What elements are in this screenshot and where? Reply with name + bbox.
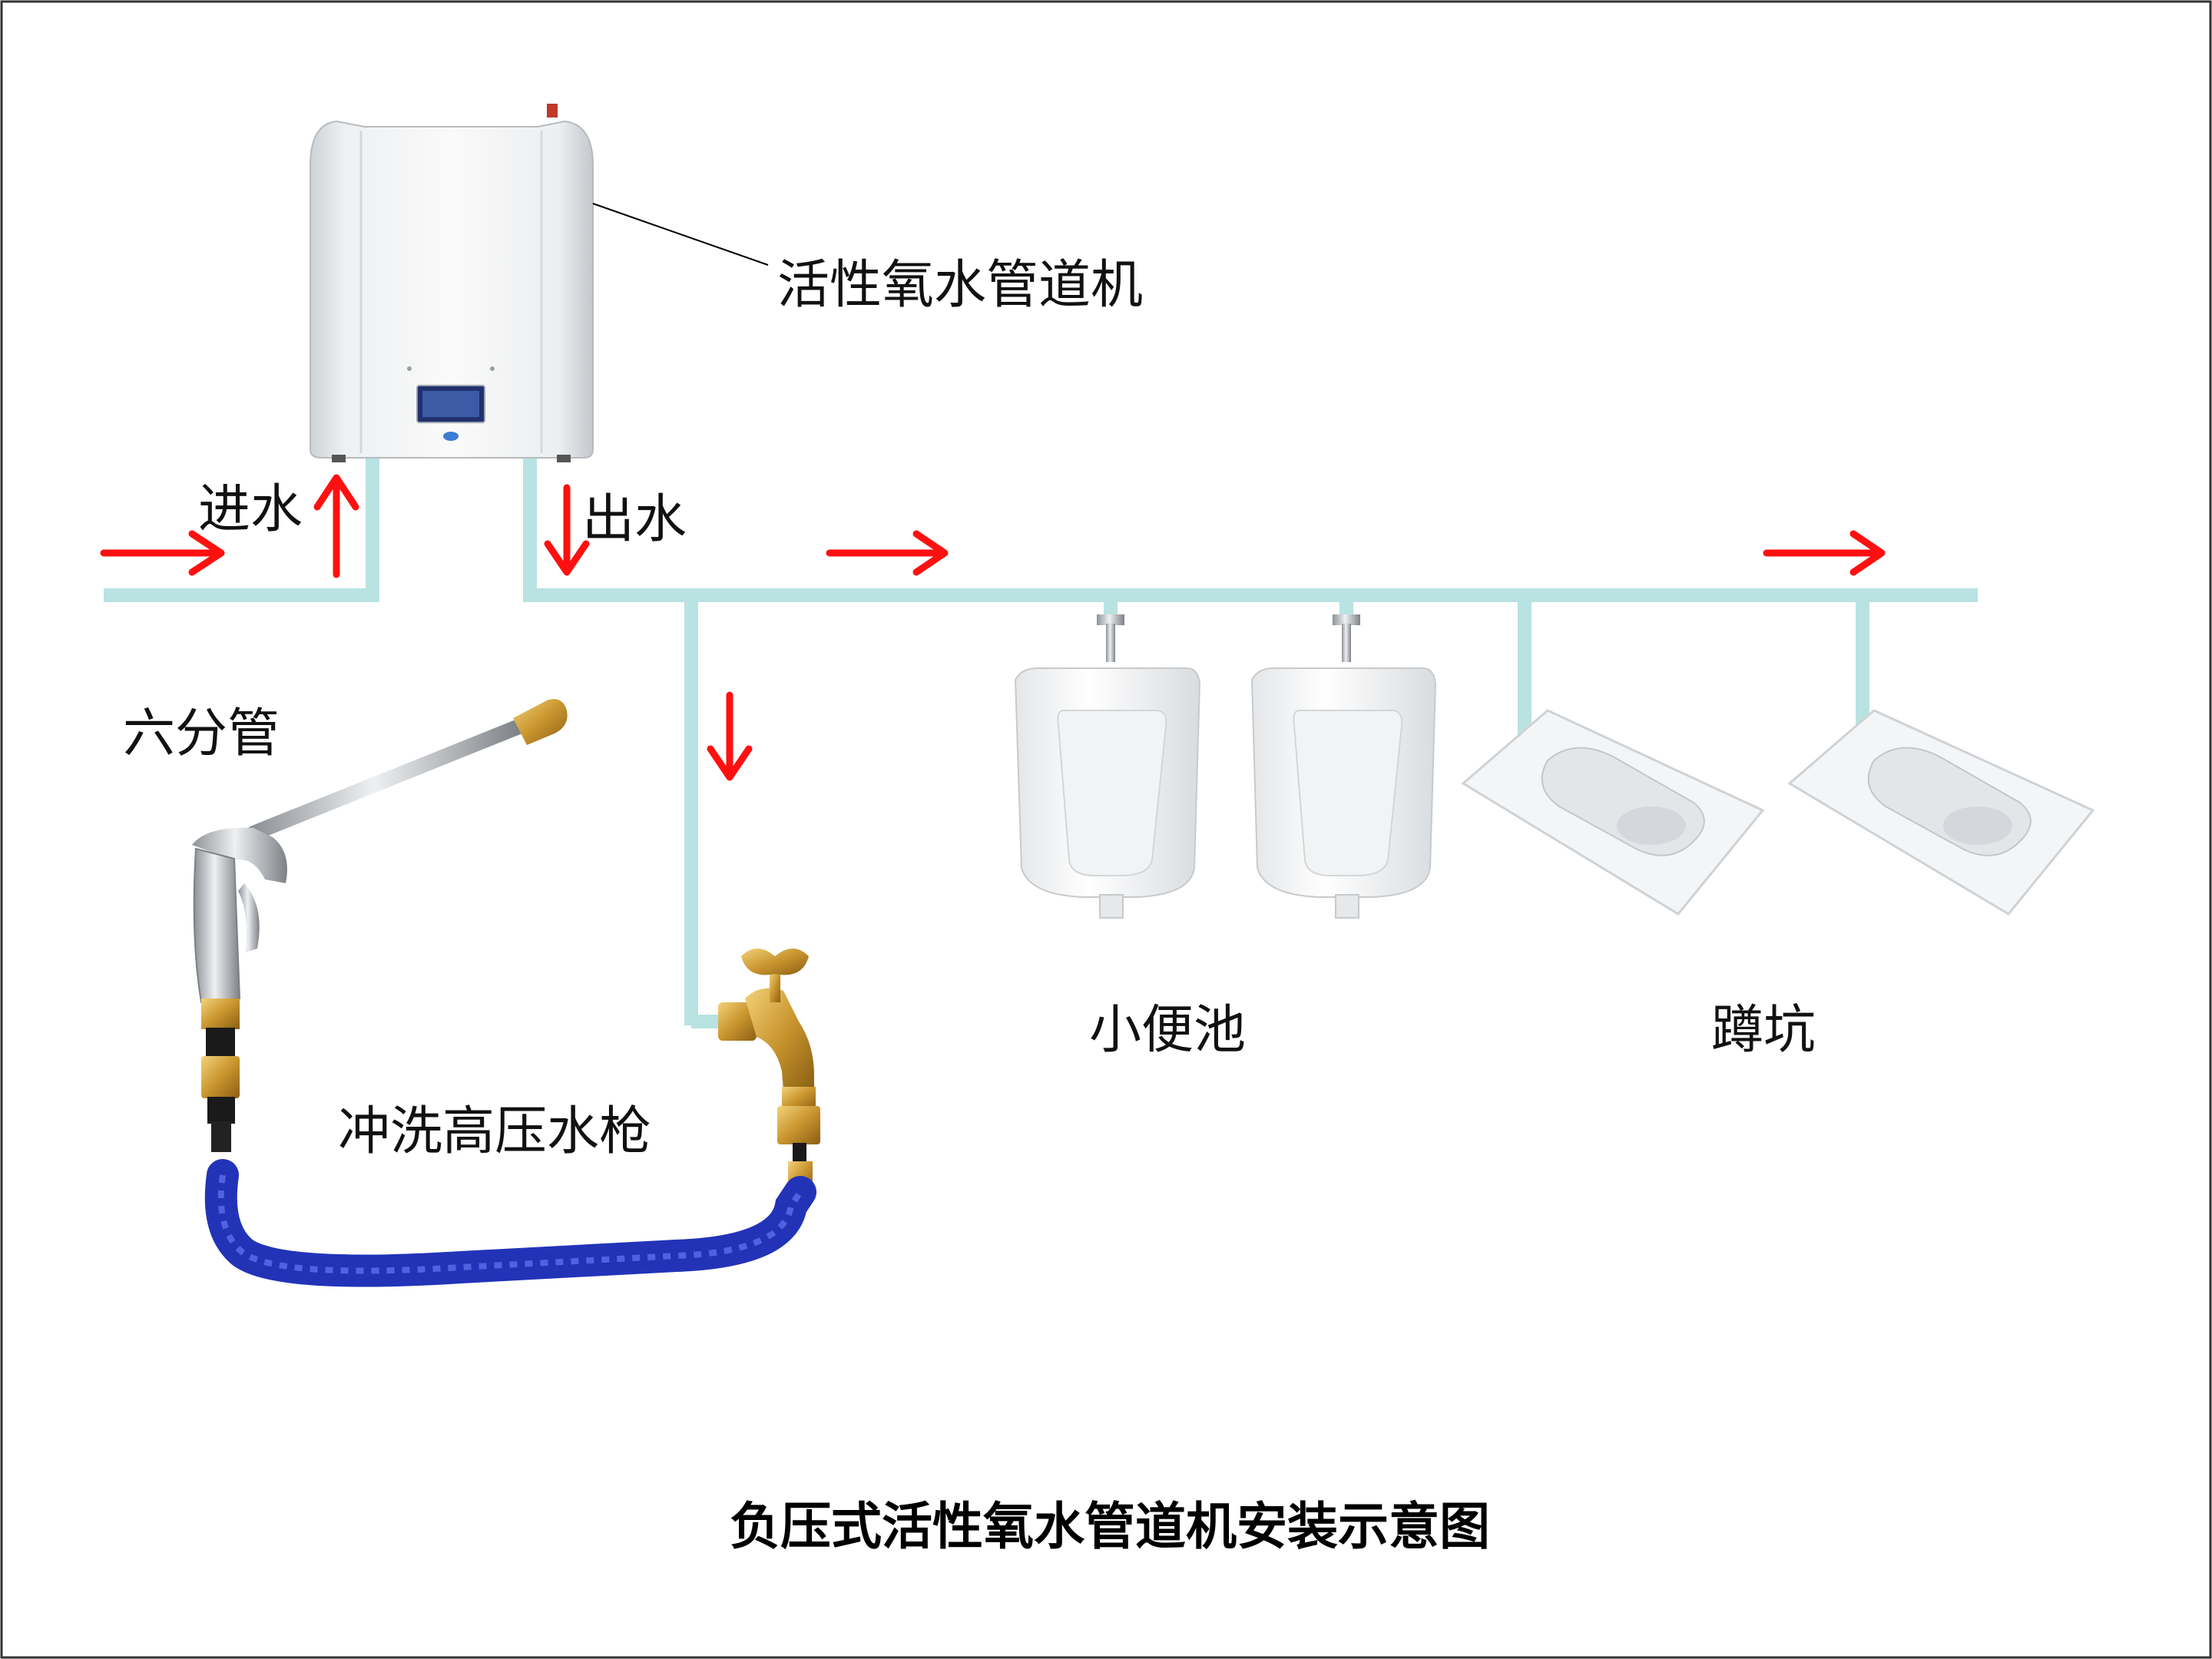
label-outlet: 出水: [582, 489, 687, 550]
blue-hose: [204, 1159, 816, 1287]
squat-toilet-1: [1461, 709, 1765, 916]
main-outlet-pipe: [523, 457, 1978, 602]
label-urinal: 小便池: [1089, 1000, 1247, 1061]
high-pressure-spray-gun: [192, 699, 568, 1152]
pipe-network: [104, 457, 1978, 1028]
arrow-branch-down: [707, 691, 753, 781]
gun-head: [192, 827, 287, 883]
label-squat-toilet: 蹲坑: [1711, 1000, 1816, 1061]
brass-faucet: [718, 949, 820, 1192]
arrow-end-right: [1763, 530, 1886, 576]
diagram-title: 负压式活性氧水管道机安装示意图: [730, 1497, 1490, 1556]
machine-leader-line: [592, 203, 769, 266]
inlet-pipe: [104, 457, 379, 602]
urinal-1: [1014, 614, 1201, 919]
label-pipe-size: 六分管: [123, 704, 280, 764]
arrow-inlet-right: [100, 530, 225, 576]
gun-handle: [193, 847, 241, 1004]
power-indicator: [547, 104, 558, 118]
label-inlet: 进水: [198, 479, 303, 540]
hose-texture: [217, 1174, 803, 1274]
urinal-2: [1250, 614, 1437, 919]
nozzle-icon: [513, 699, 568, 745]
wall-mounted-machine: [310, 104, 594, 462]
brand-logo-icon: [443, 432, 459, 441]
flow-arrows: [100, 474, 1886, 781]
gun-trigger: [238, 883, 260, 952]
label-machine: 活性氧水管道机: [777, 255, 1144, 316]
squat-toilet-2: [1787, 709, 2095, 916]
arrow-outlet-down: [544, 484, 590, 576]
arrow-inlet-up: [313, 474, 359, 578]
faucet-handle-icon: [741, 949, 809, 975]
label-spray-gun: 冲洗高压水枪: [338, 1101, 652, 1162]
arrow-main-right: [826, 530, 949, 576]
